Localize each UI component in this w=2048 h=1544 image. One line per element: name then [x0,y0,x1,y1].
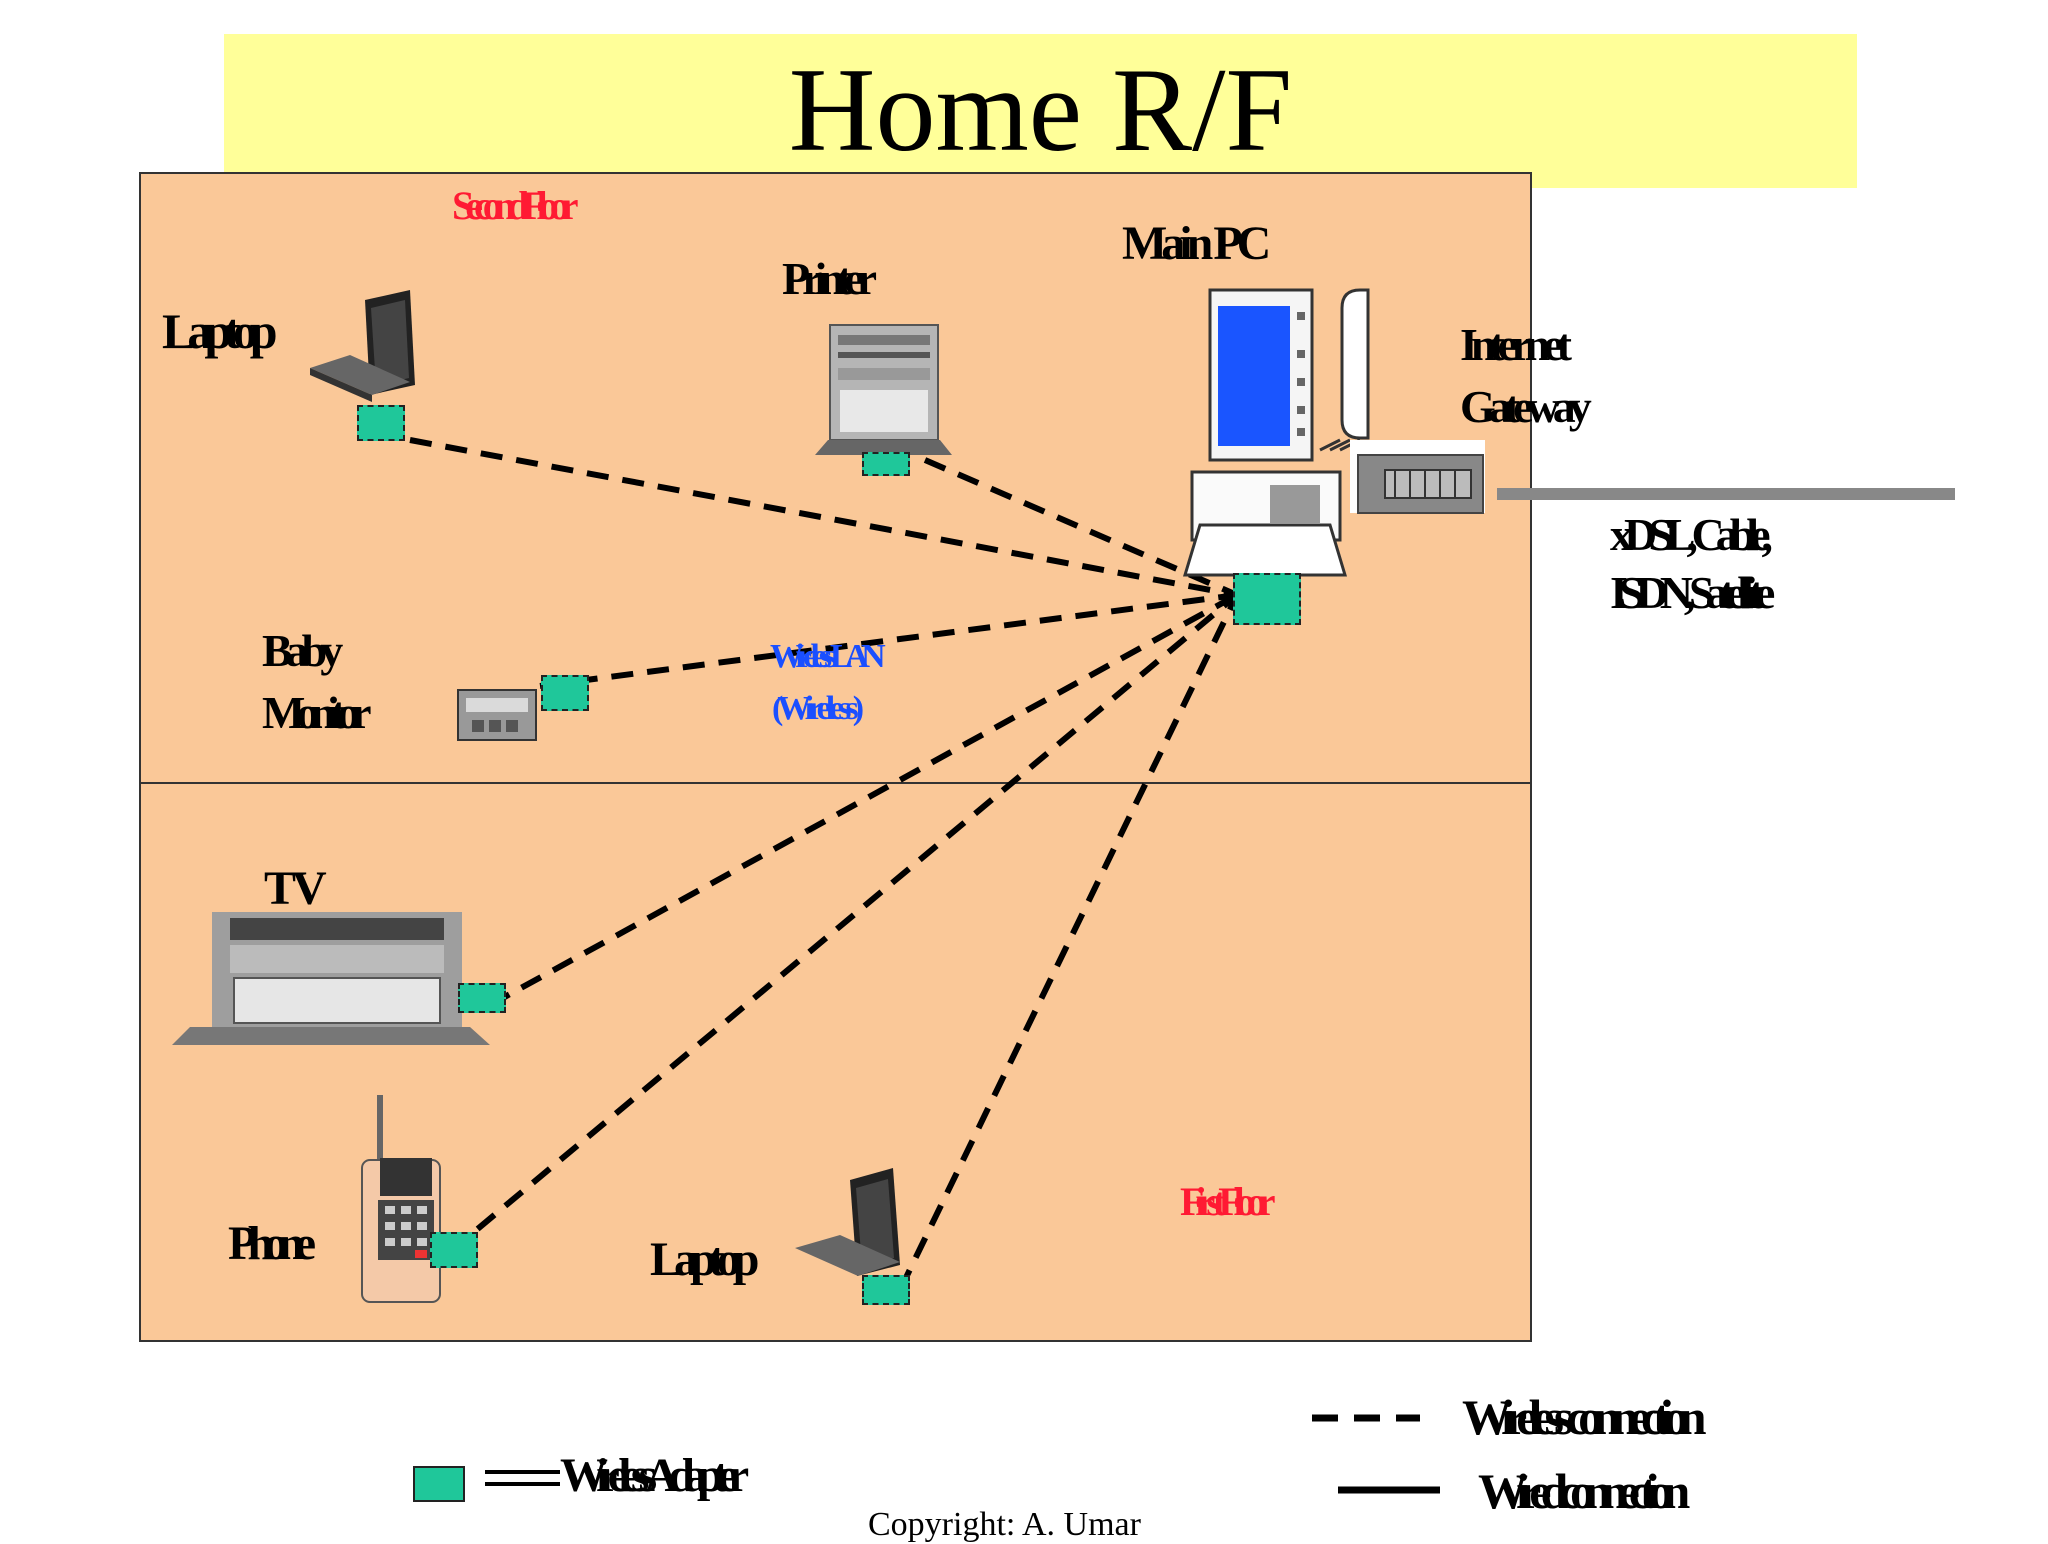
laptop-upper-label: Laptop [162,303,278,359]
phone-label: Phone [228,1217,316,1270]
main-pc-label: Main PC [1122,217,1271,270]
legend-wired-label: Wired connection [1478,1463,1690,1519]
phone-icon [361,1095,441,1303]
gateway-label-line1: Internet [1460,319,1572,370]
legend-adapter-label: Wireless Adapter [560,1449,749,1502]
link-laptop-upper [409,437,1238,598]
gateway-label-line2: Gateway [1460,381,1592,432]
baby-monitor-icon [457,689,537,741]
adapter-tv [458,983,506,1013]
main-pc-icon [1182,288,1370,577]
lower-floor-label: First Floor [1180,1179,1275,1224]
upper-floor-label: Second Floor [452,183,579,228]
external-line [1497,488,1955,500]
legend-wireless-label: Wireless connection [1462,1389,1706,1445]
printer-icon [815,324,952,455]
laptop-lower-icon [795,1168,900,1276]
external-label-line1: xDSL, Cable, [1610,509,1773,560]
tv-icon [172,912,490,1045]
printer-label: Printer [782,253,877,304]
baby-monitor-label-line2: Monitor [262,687,371,738]
laptop-upper-icon [310,290,415,402]
network-label-line1: Wireless LAN [770,638,886,675]
link-laptop-lower [897,593,1240,1292]
page-title: Home R/F [788,43,1293,176]
floor-divider [139,782,1532,784]
adapter-printer [862,452,910,476]
adapter-laptop-lower [862,1275,910,1305]
network-label-line2: (Wireless) [772,690,864,727]
laptop-lower-label: Laptop [650,1233,759,1286]
external-label-line2: ISDN, Satellite [1610,567,1775,618]
adapter-laptop-upper [357,405,405,441]
copyright: Copyright: A. Umar [868,1506,1141,1543]
adapter-baby-monitor [541,675,589,711]
tv-label: TV [264,862,327,915]
link-baby-monitor [539,592,1238,689]
adapter-phone [430,1232,478,1268]
adapter-main-pc [1233,573,1301,625]
title-banner [224,34,1857,188]
link-printer [923,457,1239,598]
link-phone [448,592,1239,1255]
legend-adapter-swatch [413,1466,465,1502]
baby-monitor-label-line1: Baby [262,625,343,676]
gateway-icon [1350,440,1485,514]
